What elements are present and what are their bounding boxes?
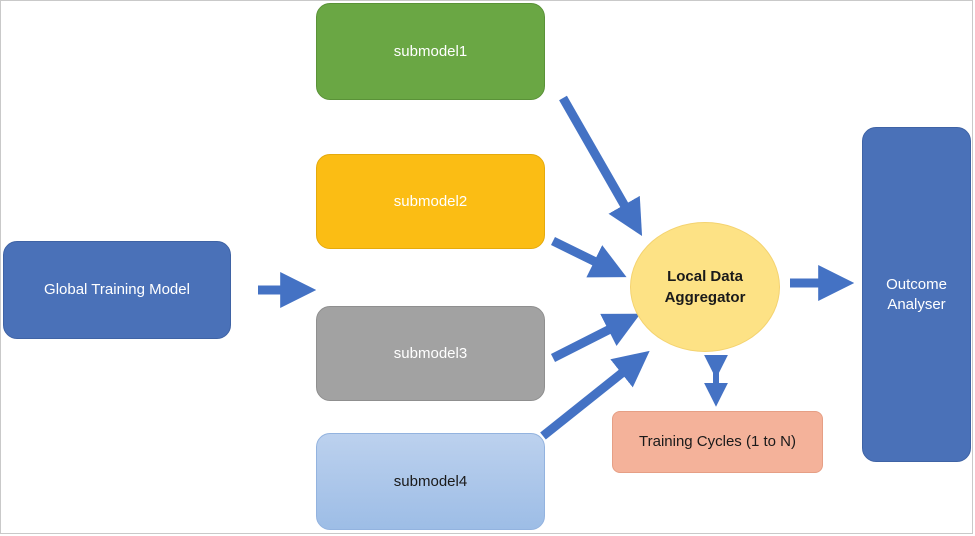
arrow-submodel2-to-aggregator <box>551 236 627 278</box>
submodel1-box: submodel1 <box>316 3 545 100</box>
training-cycles-box: Training Cycles (1 to N) <box>612 411 823 473</box>
submodel1-label: submodel1 <box>393 42 468 60</box>
submodel2-label: submodel2 <box>393 192 468 210</box>
outcome-analyser-box: Outcome Analyser <box>862 127 971 462</box>
local-data-aggregator-circle: Local Data Aggregator <box>630 222 780 352</box>
arrow-submodel4-to-aggregator <box>540 350 650 440</box>
global-training-model-box: Global Training Model <box>3 241 231 339</box>
arrow-submodel1-to-aggregator <box>559 95 643 237</box>
training-cycles-label: Training Cycles (1 to N) <box>639 433 796 450</box>
submodel4-box: submodel4 <box>316 433 545 530</box>
arrow-submodel3-to-aggregator <box>550 313 641 363</box>
global-training-model-label: Global Training Model <box>44 281 190 298</box>
submodel4-label: submodel4 <box>393 472 468 490</box>
local-data-aggregator-label: Local Data Aggregator <box>664 268 746 306</box>
outcome-analyser-label: Outcome Analyser <box>886 275 947 313</box>
submodel3-box: submodel3 <box>316 306 545 401</box>
submodel2-box: submodel2 <box>316 154 545 249</box>
submodel3-label: submodel3 <box>393 344 468 362</box>
